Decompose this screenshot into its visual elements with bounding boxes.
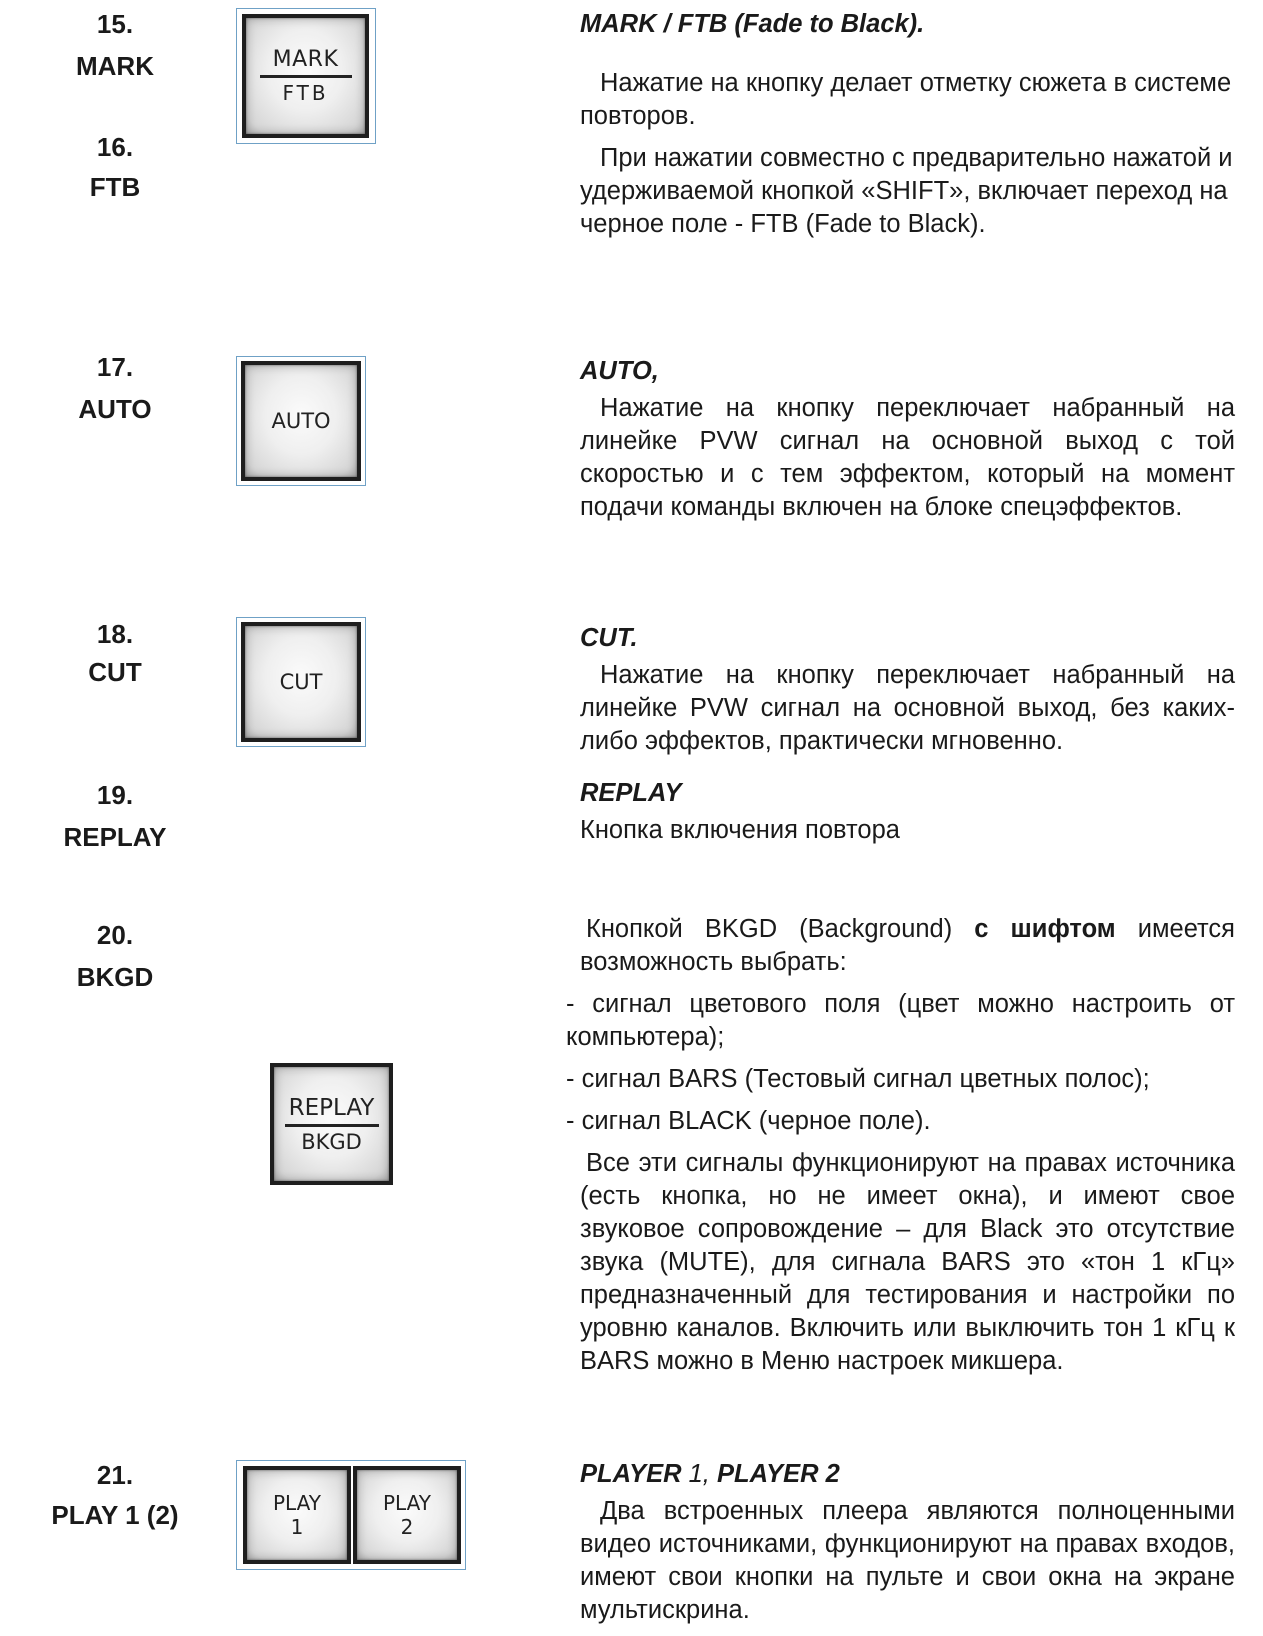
cut-key: CUT	[241, 622, 361, 742]
play-keys-image: PLAY 1 PLAY 2	[236, 1460, 466, 1570]
play1-key: PLAY 1	[243, 1466, 351, 1564]
label-21-number: 21.	[96, 1460, 134, 1490]
mark-key-text: MARK	[272, 47, 339, 72]
label-16-name: FTB	[89, 172, 141, 202]
section-title: AUTO,	[580, 357, 659, 385]
text-run: PLAYER 2	[716, 1460, 840, 1488]
auto-key-image: AUTO	[236, 356, 366, 486]
label-18-number: 18.	[96, 619, 134, 649]
list-item: - сигнал цветового поля (цвет можно наст…	[566, 990, 1235, 1051]
section-mark-ftb: MARK / FTB (Fade to Black). Нажатие на к…	[580, 8, 1235, 250]
label-18-name: CUT	[88, 657, 142, 687]
key-divider	[259, 75, 352, 78]
play1-key-line2: 1	[290, 1515, 304, 1539]
label-19-name: REPLAY	[63, 822, 167, 852]
label-17-name: AUTO	[78, 394, 152, 424]
cut-key-text: CUT	[279, 670, 323, 694]
section-title: CUT.	[580, 624, 638, 652]
label-21-name: PLAY 1 (2)	[51, 1500, 179, 1530]
auto-key-text: AUTO	[271, 409, 331, 433]
paragraph: Нажатие на кнопку переключает набранный …	[580, 394, 1235, 521]
label-17-number: 17.	[96, 352, 134, 382]
paragraph: Кнопка включения повтора	[580, 816, 900, 844]
paragraph: Нажатие на кнопку переключает набранный …	[580, 661, 1235, 755]
paragraph: Все эти сигналы функционируют на правах …	[580, 1149, 1235, 1375]
label-20-number: 20.	[96, 920, 134, 950]
text-run: имеется возможность выбрать:	[580, 915, 1235, 976]
text-run: Кнопкой BKGD (Background)	[586, 915, 975, 943]
section-title: MARK / FTB (Fade to Black).	[580, 10, 925, 38]
section-title: REPLAY	[580, 779, 682, 807]
paragraph: Два встроенных плеера являются полноценн…	[580, 1497, 1235, 1624]
mark-ftb-key: MARK FTB	[242, 14, 369, 138]
mark-ftb-key-image: MARK FTB	[236, 8, 376, 144]
section-cut: CUT. Нажатие на кнопку переключает набра…	[580, 622, 1235, 767]
label-19-number: 19.	[96, 780, 134, 810]
play2-key-line2: 2	[400, 1515, 414, 1539]
list-item: - сигнал BLACK (черное поле).	[566, 1107, 931, 1135]
text-run: 1,	[688, 1460, 717, 1488]
label-20-name: BKGD	[76, 962, 154, 992]
play2-key-line1: PLAY	[382, 1491, 431, 1515]
play2-key: PLAY 2	[353, 1466, 461, 1564]
label-16-number: 16.	[96, 132, 134, 162]
list-item: - сигнал BARS (Тестовый сигнал цветных п…	[566, 1065, 1150, 1093]
key-divider	[284, 1123, 379, 1127]
paragraph: Нажатие на кнопку делает отметку сюжета …	[580, 69, 1232, 130]
section-replay: REPLAY Кнопка включения повтора	[580, 777, 1235, 856]
label-15-number: 15.	[96, 9, 134, 39]
ftb-key-text: FTB	[282, 81, 329, 105]
paragraph: Кнопкой BKGD (Background) с шифтом имеет…	[566, 913, 1235, 979]
cut-key-image: CUT	[236, 617, 366, 747]
label-15-name: MARK	[76, 51, 154, 81]
section-player: PLAYER 1, PLAYER 2 Два встроенных плеера…	[580, 1458, 1235, 1636]
bold-text: с шифтом	[974, 915, 1116, 943]
section-title: PLAYER 1, PLAYER 2	[580, 1458, 1235, 1491]
text-run: PLAYER	[580, 1460, 689, 1488]
replay-key-text: REPLAY	[288, 1094, 375, 1121]
section-auto: AUTO, Нажатие на кнопку переключает набр…	[580, 355, 1235, 533]
section-bkgd: Кнопкой BKGD (Background) с шифтом имеет…	[566, 913, 1235, 1387]
bkgd-key-text: BKGD	[301, 1129, 362, 1154]
play1-key-line1: PLAY	[272, 1491, 321, 1515]
replay-bkgd-key: REPLAY BKGD	[270, 1063, 393, 1185]
paragraph: При нажатии совместно с предварительно н…	[580, 144, 1233, 238]
auto-key: AUTO	[241, 361, 361, 481]
